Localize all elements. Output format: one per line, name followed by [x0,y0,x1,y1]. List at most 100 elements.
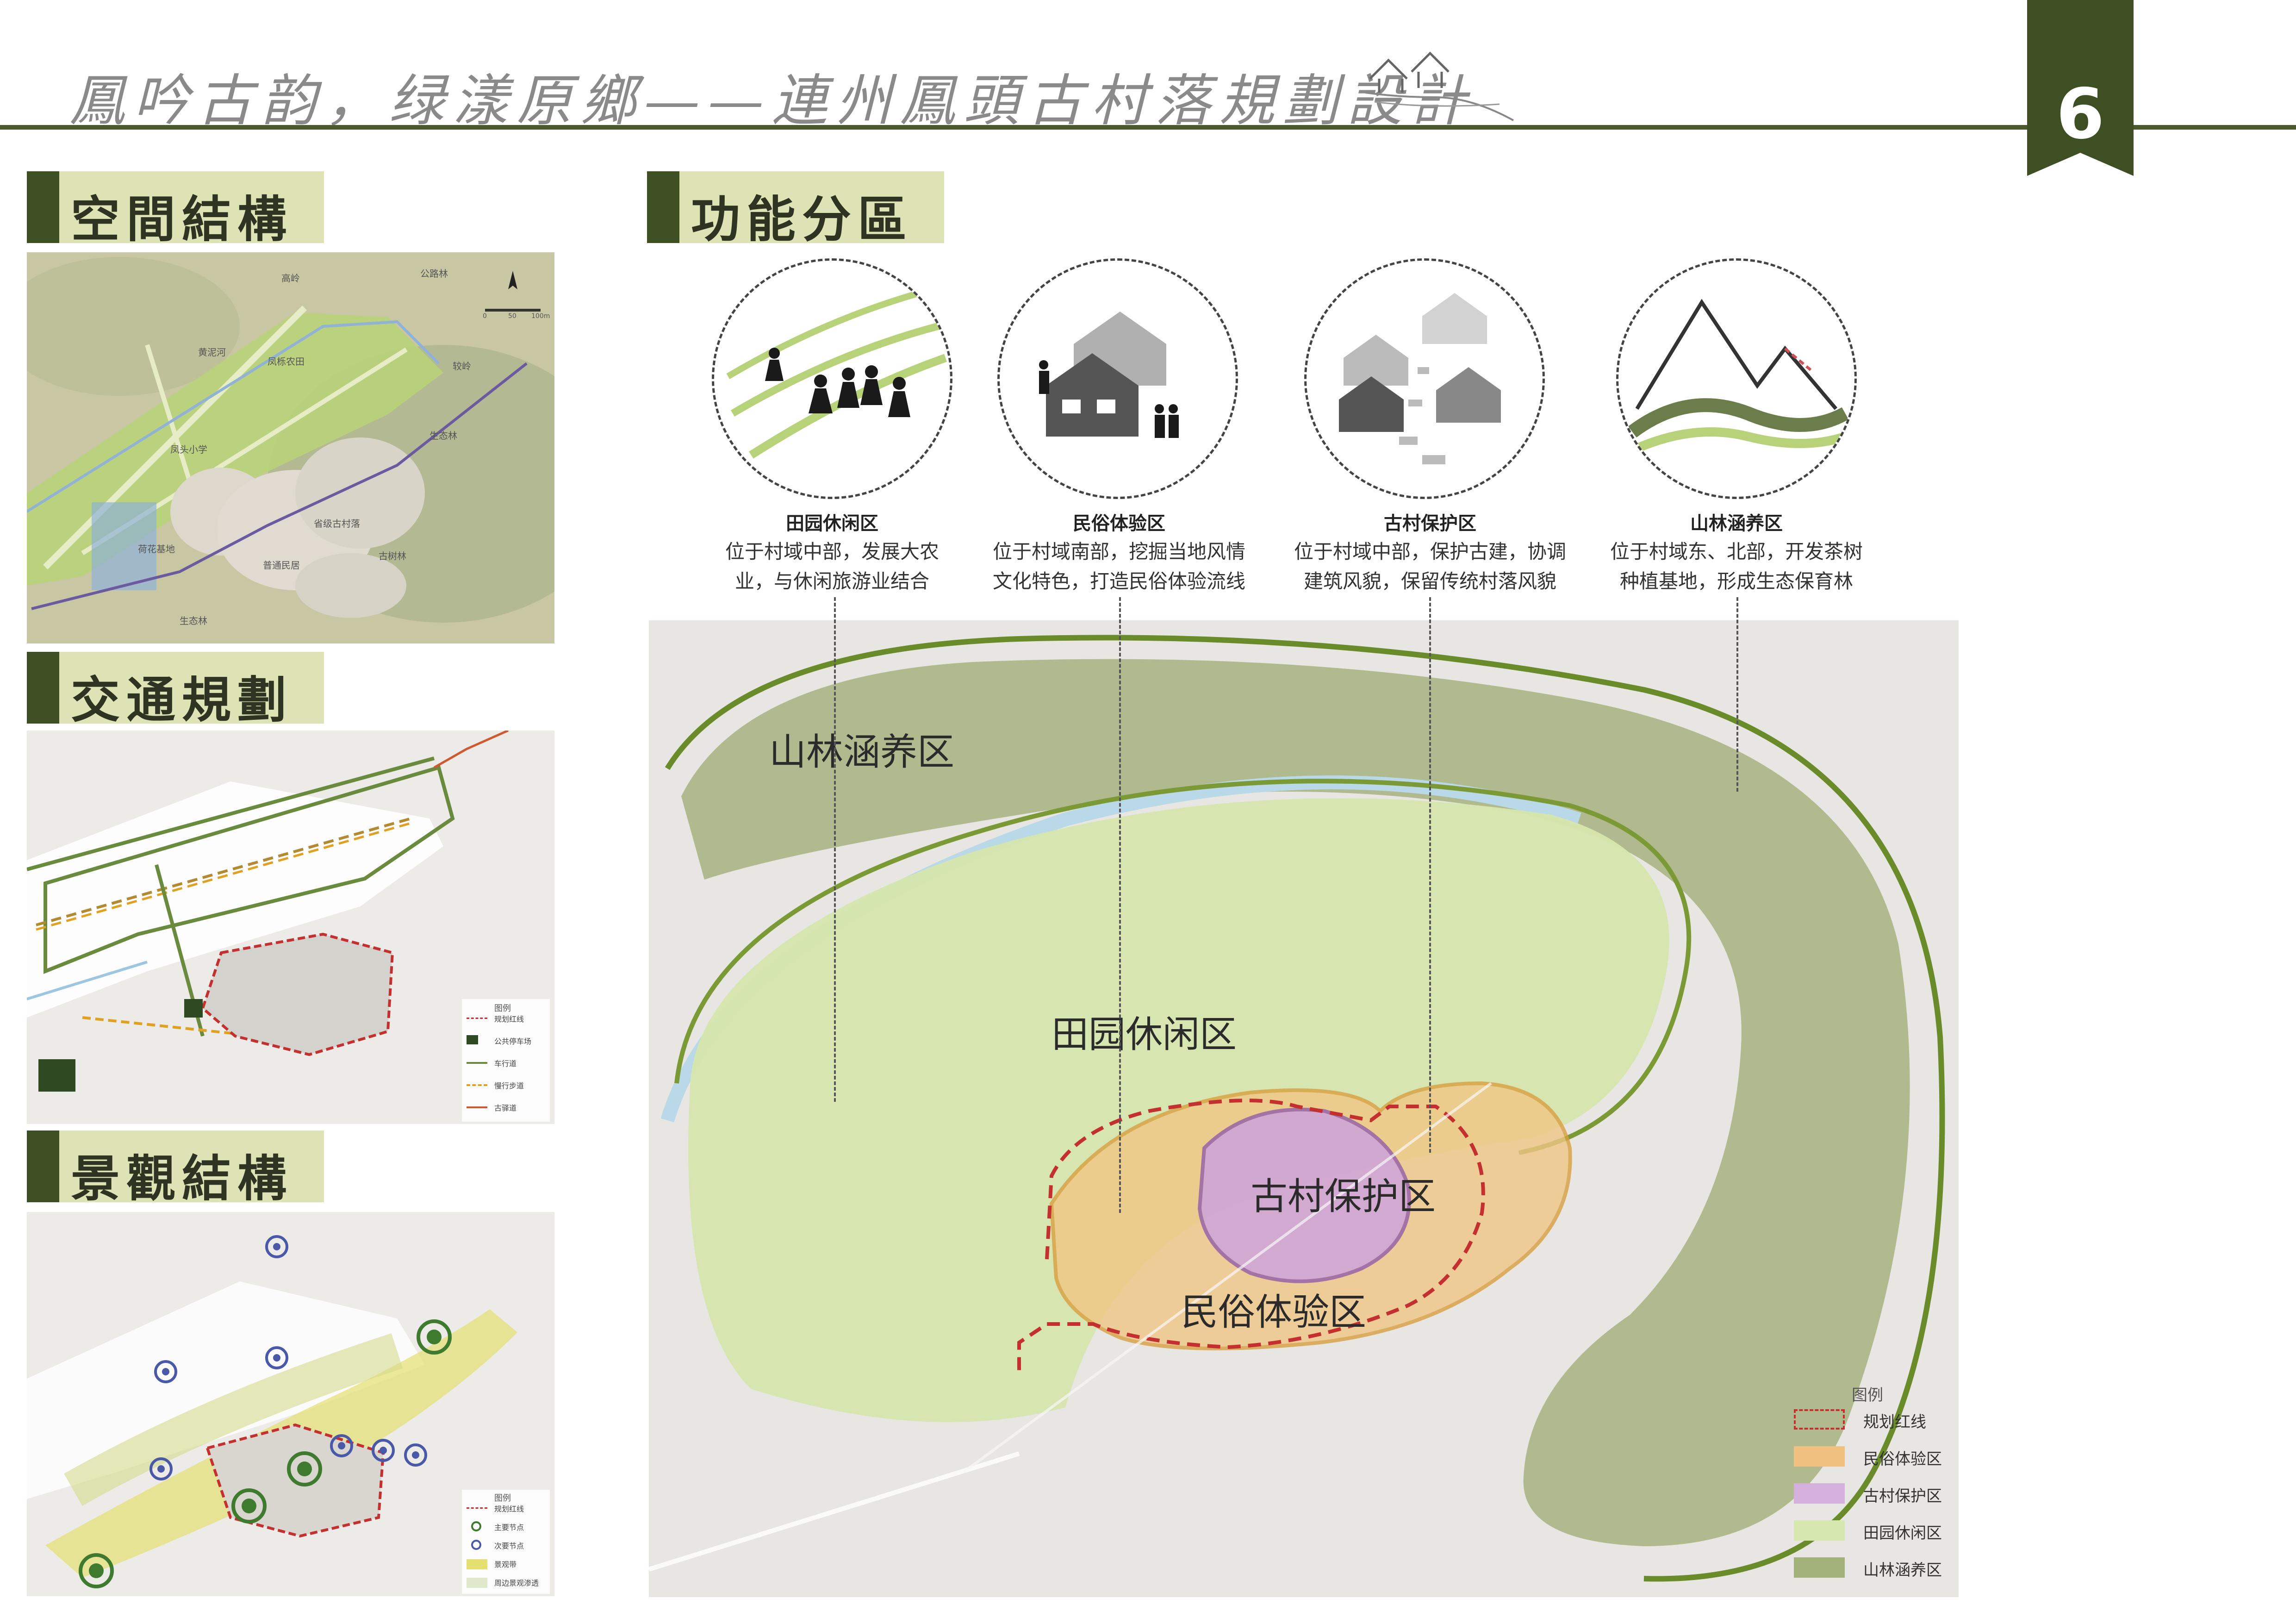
legend-swatch-penetration [467,1578,487,1588]
legend-label: 古村保护区 [1863,1487,1942,1505]
ancient-village-circle [1304,258,1545,499]
zone-desc-line: 位于村域南部，挖掘当地风情 [992,540,1245,563]
folk-house-icon [1039,312,1179,438]
legend-swatch-parking [467,1035,478,1044]
legend-swatch-walk [467,1084,487,1086]
legend-swatch-redline [467,1018,487,1019]
landscape-structure-map: 图例 规划红线 主要节点 次要节点 景观带 周边景观渗透 [27,1212,554,1596]
zone-desc: 位于村域南部，挖掘当地风情 文化特色，打造民俗体验流线 [957,537,1281,596]
spatial-structure-map: 高岭 公路林 黄泥河 凤栎农田 凤头小学 生态林 荷花基地 省级古村落 普通民居… [27,252,554,643]
map-label: 普通民居 [263,560,300,571]
field-leisure-icon [726,285,947,459]
section-title: 空間結構 [71,190,293,248]
legend-item: 公共停车场 [494,1037,532,1046]
legend-label: 山林涵养区 [1863,1561,1942,1580]
scale-label: 50 [508,312,516,320]
traffic-map-graphic [27,731,554,1124]
page-badge [2027,0,2134,176]
legend-item: 次要节点 [494,1542,524,1550]
zone-desc: 位于村域中部，发展大农 业，与休闲旅游业结合 [670,537,994,596]
legend-label: 田园休闲区 [1863,1524,1942,1543]
legend-item: 车行道 [494,1059,517,1068]
legend-item: 景观带 [494,1560,517,1569]
legend-swatch-forest [1794,1557,1845,1578]
map-label: 生态林 [429,430,457,441]
major-node-icon [79,1319,452,1588]
legend-label: 规划红线 [1863,1413,1926,1431]
zone-desc-line: 建筑风貌，保留传统村落风貌 [1303,570,1556,593]
legend-swatch-road [467,1062,487,1064]
zone-desc-line: 位于村域中部，发展大农 [725,540,939,563]
zone-desc-line: 种植基地，形成生态保育林 [1619,570,1853,593]
section-tag-landscape: 景觀結構 [27,1131,324,1207]
legend-title: 图例 [494,1493,511,1503]
north-arrow-icon [508,271,517,289]
tag-bar [647,171,679,243]
legend-swatch-folk [1794,1446,1845,1467]
legend-swatch-redline [467,1507,487,1509]
page-title: 鳳吟古韵，绿漾原鄉——連州鳳頭古村落規劃設計 [69,69,1475,133]
legend-swatch-major-node [471,1521,481,1531]
header-divider [0,125,2296,130]
map-label: 黄泥河 [198,347,226,358]
section-tag-function: 功能分區 [647,171,944,248]
zone-desc-line: 业，与休闲旅游业结合 [734,570,929,593]
legend-item: 周边景观渗透 [494,1579,539,1587]
zone-desc-line: 位于村域东、北部，开发茶树 [1610,540,1863,563]
leader-line [834,597,836,1102]
functional-zoning-map: 山林涵养区 田园休闲区 古村保护区 民俗体验区 [649,620,1959,1597]
section-tag-spatial: 空間結構 [27,171,324,248]
traffic-legend: 图例 规划红线 公共停车场 车行道 慢行步道 古驿道 [462,999,550,1122]
ancient-village-icon [1339,293,1501,464]
map-label: 古树林 [379,550,406,562]
zone-name: 古村保护区 [1384,513,1476,534]
folk-experience-circle [997,258,1238,499]
minor-node-icon [149,1235,427,1480]
leader-line [1119,597,1121,1213]
legend-swatch-belt [467,1559,487,1569]
zone-label-forest: 山林涵养区 [769,731,954,774]
legend-title: 图例 [1852,1386,1883,1405]
legend-swatch-ancient-road [467,1106,487,1108]
legend-title: 图例 [494,1004,511,1013]
forest-conservation-circle [1616,258,1857,499]
zone-label-ancient: 古村保护区 [1251,1175,1436,1218]
page-number: 6 [2056,74,2105,155]
scale-label: 100m [531,312,550,320]
legend-label: 民俗体验区 [1863,1450,1942,1468]
map-label: 生态林 [180,615,207,626]
landscape-legend: 图例 规划红线 主要节点 次要节点 景观带 周边景观渗透 [462,1490,550,1594]
legend-item: 规划红线 [494,1505,524,1513]
map-label: 高岭 [281,273,300,284]
legend-swatch-ancient [1794,1483,1845,1504]
section-title: 功能分區 [691,190,913,248]
village-sketch-icon [1365,51,1514,121]
zone-name: 山林涵养区 [1690,513,1783,534]
legend-item: 古驿道 [494,1104,517,1112]
tag-bar [27,171,59,243]
leader-line [1736,597,1738,792]
zone-desc: 位于村域东、北部，开发茶树 种植基地，形成生态保育林 [1574,537,1898,596]
traffic-plan-map: 图例 规划红线 公共停车场 车行道 慢行步道 古驿道 [27,731,554,1124]
spatial-map-graphic [27,252,554,643]
zone-label-folk: 民俗体验区 [1181,1291,1366,1334]
map-label: 省级古村落 [314,518,360,529]
tag-bar [27,1131,59,1202]
legend-item: 主要节点 [494,1523,524,1532]
legend-item: 规划红线 [494,1015,524,1024]
legend-swatch-redline [1794,1409,1845,1430]
zone-desc-line: 文化特色，打造民俗体验流线 [992,570,1245,593]
scale-bar [485,309,541,312]
field-leisure-circle [712,258,952,499]
scale-label: 0 [483,312,487,320]
leader-line [1429,597,1431,1153]
section-title: 交通規劃 [71,671,293,729]
legend-swatch-field [1794,1520,1845,1541]
map-label: 较岭 [453,361,471,372]
map-label: 公路林 [420,268,448,279]
zone-name: 田园休闲区 [786,513,878,534]
map-label: 凤头小学 [170,444,207,455]
zoning-legend: 图例 规划红线 民俗体验区 古村保护区 田园休闲区 山林涵养区 [1776,1379,1959,1596]
zone-desc: 位于村域中部，保护古建，协调 建筑风貌，保留传统村落风貌 [1268,537,1592,596]
